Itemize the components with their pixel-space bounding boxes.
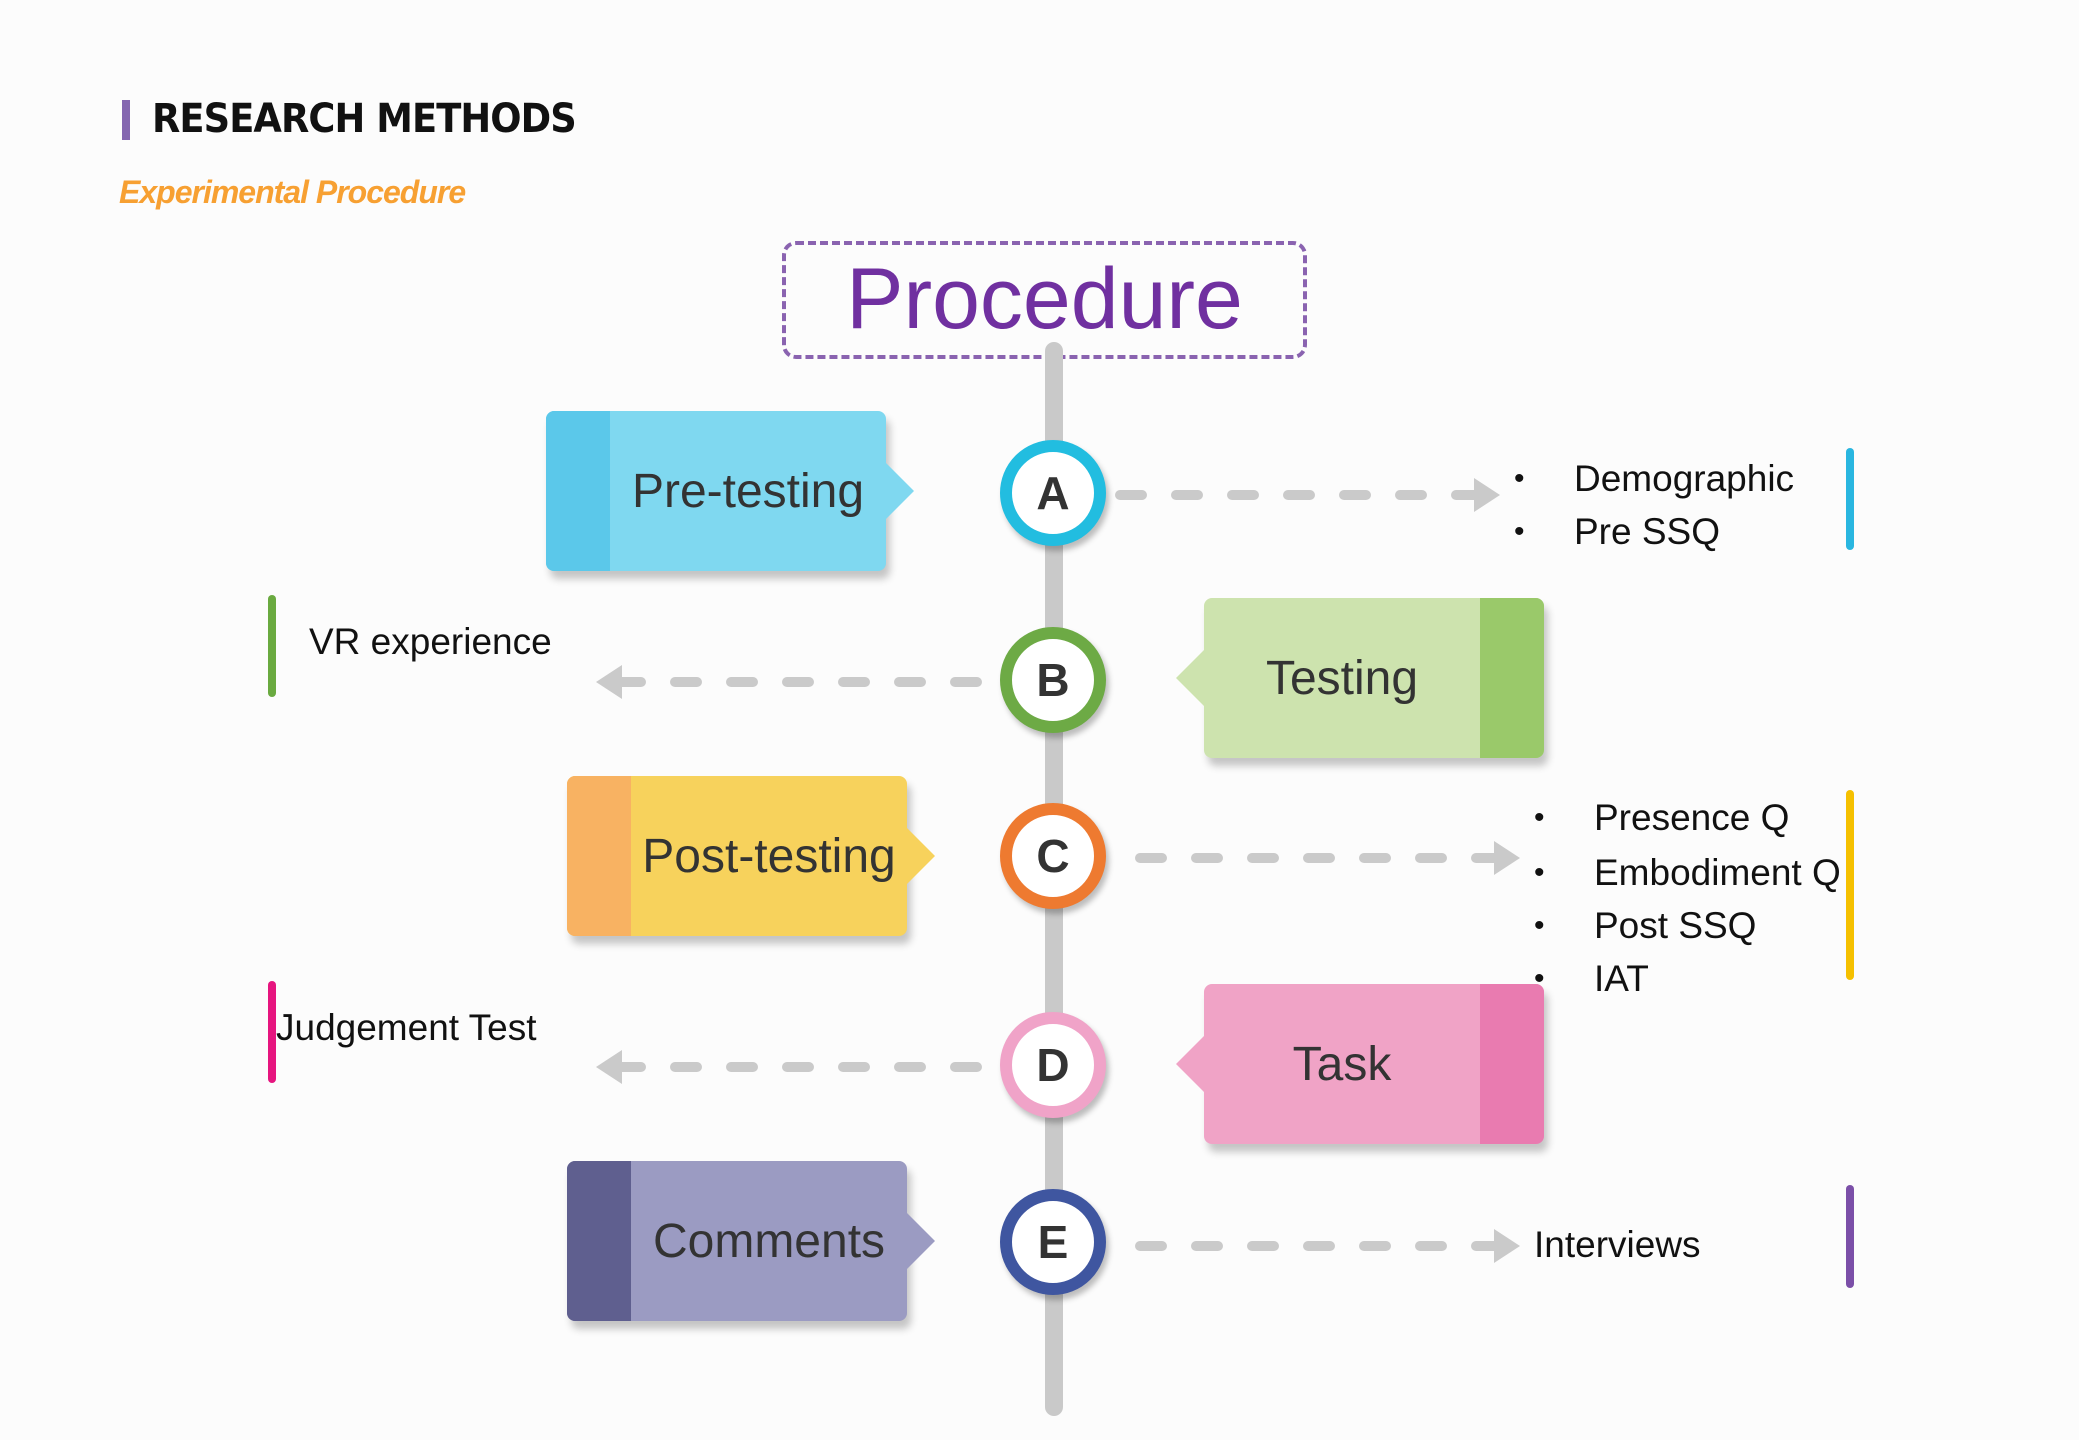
step-box-testing: Testing [1176,598,1544,758]
detail-item: VR experience [309,621,552,662]
arrowhead-b-icon [596,665,622,699]
step-label: Post-testing [642,829,896,883]
detail-accent-bar [268,981,276,1083]
detail-accent-bar [268,595,276,697]
arrowhead-c-icon [1494,841,1520,875]
arrowhead-d-icon [596,1050,622,1084]
title-accent-bar [122,100,130,140]
detail-item: Pre SSQ [1574,511,1720,552]
detail-accent-bar [1846,790,1854,980]
procedure-title: Procedure [846,251,1243,347]
detail-item: Judgement Test [276,1007,537,1048]
detail-accent-bar [1846,1185,1854,1288]
step-marker-e: E [1000,1189,1106,1295]
step-box-pre-testing: Pre-testing [546,411,914,571]
bullet-icon: • [1534,856,1545,889]
page-subtitle: Experimental Procedure [119,174,466,210]
bullet-icon: • [1534,962,1545,995]
step-box-task: Task [1176,984,1544,1144]
bullet-icon: • [1514,462,1525,495]
detail-accent-bar [1846,448,1854,550]
step-marker-d: D [1000,1012,1106,1118]
page-title: RESEARCH METHODS [152,96,577,142]
detail-item: Post SSQ [1594,905,1757,946]
bullet-icon: • [1534,909,1545,942]
arrowhead-a-icon [1474,478,1500,512]
detail-item: Presence Q [1594,797,1790,838]
step-marker-a: A [1000,440,1106,546]
step-label: Task [1292,1037,1392,1091]
arrowhead-e-icon [1494,1229,1520,1263]
step-label: Pre-testing [631,464,865,518]
step-label: Testing [1265,651,1419,705]
detail-item: Interviews [1534,1224,1701,1265]
bullet-icon: • [1514,515,1525,548]
step-marker-b: B [1000,627,1106,733]
step-label: Comments [652,1214,886,1268]
step-box-post-testing: Post-testing [567,776,935,936]
procedure-title-frame [782,241,1307,359]
step-box-comments: Comments [567,1161,935,1321]
detail-item: IAT [1594,958,1649,999]
step-marker-c: C [1000,803,1106,909]
detail-item: Demographic [1574,458,1795,499]
detail-item: Embodiment Q [1594,852,1841,893]
bullet-icon: • [1534,801,1545,834]
